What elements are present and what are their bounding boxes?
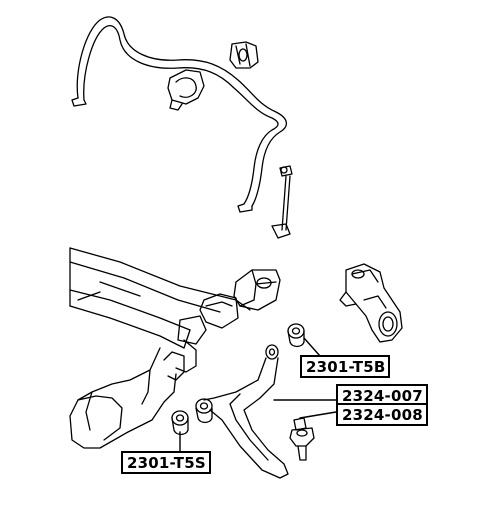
bushing-lower [171, 410, 189, 436]
stabilizer-bracket [167, 69, 205, 111]
stabilizer-bar [71, 16, 287, 213]
part-label-2324-008: 2324-008 [336, 403, 428, 426]
part-label-2324-007: 2324-007 [336, 384, 428, 407]
leader-2301-t5b [303, 337, 321, 357]
lower-control-arm [195, 344, 289, 479]
subframe [69, 247, 251, 449]
ball-joint [289, 417, 315, 461]
leader-2324-008 [299, 411, 337, 419]
stabilizer-bushing [229, 41, 259, 69]
stabilizer-link [271, 165, 293, 239]
part-label-2301-t5b: 2301-T5B [300, 355, 391, 378]
steering-knuckle [339, 263, 403, 343]
leader-lines [179, 337, 337, 452]
bushing-upper [287, 323, 305, 348]
part-label-2301-t5s: 2301-T5S [121, 451, 211, 474]
subframe-mount [177, 269, 281, 345]
